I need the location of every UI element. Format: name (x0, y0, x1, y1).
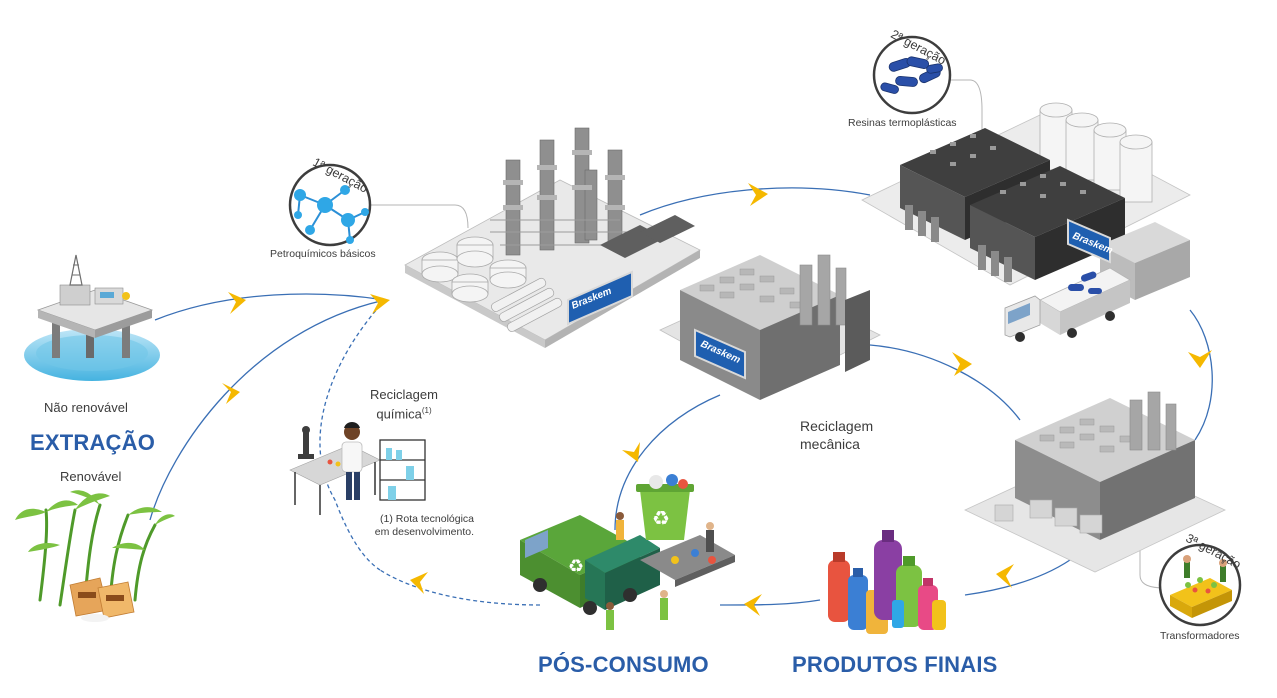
recycle-icon: ♻ (568, 556, 584, 577)
flow-lines (149, 79, 1213, 606)
arrow-head (228, 292, 246, 314)
flow-sugarcane-to-1st-gen (149, 299, 386, 521)
callout-2nd-gen (930, 79, 983, 130)
chemical-recycling-line1: Reciclagem (370, 387, 438, 402)
flow-postconsumer-to-nature (379, 569, 541, 606)
final-products-title: PRODUTOS FINAIS (792, 652, 998, 677)
chimneys (799, 254, 847, 326)
chemical-recycling-line2: química(1) (368, 403, 440, 422)
silos (1039, 102, 1153, 203)
first-gen-molecule-icon (288, 163, 372, 247)
footnote: (1) Rota tecnológica em desenvolvimento. (362, 513, 474, 539)
post-consumer-title: PÓS-CONSUMO (538, 652, 709, 677)
truck (1004, 267, 1131, 342)
thermoplastic-resins-label: Resinas termoplásticas (848, 117, 957, 129)
converters-label: Transformadores (1160, 630, 1240, 642)
petrochemical-plant-illustration: Braskem (404, 127, 701, 348)
sugar-bags (69, 577, 135, 622)
mechanical-recycling-label: Reciclagem mecânica (800, 417, 873, 453)
scientist (341, 422, 363, 500)
renewable-label: Renovável (60, 469, 122, 484)
footnote-line2: em desenvolvimento. (374, 526, 474, 538)
flow-arrows (222, 183, 1212, 616)
final-products-illustration (828, 530, 946, 634)
brand-sign-1: Braskem (567, 270, 633, 326)
mechanical-recycling-plant-illustration: Braskem (659, 254, 881, 400)
post-consumer-illustration: ♻ ♻ (520, 474, 735, 630)
footnote-marker: (1) (421, 406, 432, 415)
sugarcane-illustration (15, 490, 175, 622)
flow-products-to-postconsumer (719, 599, 821, 606)
pipes (491, 277, 563, 332)
basic-petrochemicals-label: Petroquímicos básicos (270, 248, 376, 260)
arrow-head (222, 383, 240, 404)
callout-1st-gen (370, 204, 469, 229)
arrow-head (996, 564, 1014, 588)
flow-postconsumer-to-mech (614, 394, 721, 531)
arrow-head (410, 572, 428, 594)
cooling-blocks (600, 215, 695, 258)
chemical-recycling-label: Reciclagem química(1) (368, 387, 440, 422)
second-gen-pellets-icon (872, 35, 952, 115)
flow-3rd-gen-to-products (964, 559, 1071, 596)
svg-text:♻: ♻ (652, 506, 670, 530)
storage-tanks (421, 236, 527, 303)
chemical-recycling-lab-illustration (289, 422, 426, 515)
footnote-line1: (1) Rota tecnológica (380, 513, 474, 525)
oil-platform-illustration (24, 254, 160, 381)
arrow-head (622, 442, 640, 462)
flow-1st-to-2nd-gen (639, 187, 871, 216)
flow-2nd-gen-to-3rd-gen (1189, 309, 1213, 441)
stacked-crates (994, 499, 1103, 534)
converter-factory-illustration (964, 391, 1226, 573)
flow-platform-to-1st-gen (154, 293, 386, 321)
mechanical-recycling-line1: Reciclagem (800, 418, 874, 434)
flow-mech-recycling-to-3rd-gen (869, 344, 1021, 421)
third-gen-converters-icon (1158, 543, 1242, 627)
mechanical-recycling-line2: mecânica (800, 436, 860, 452)
workers (606, 512, 714, 630)
arrow-head (1188, 350, 1212, 368)
arrow-head (744, 594, 762, 616)
microscope (298, 426, 314, 459)
non-renewable-label: Não renovável (44, 400, 128, 415)
brand-sign-3: Braskem (694, 328, 746, 380)
extraction-title: EXTRAÇÃO (30, 430, 156, 455)
arrow-head (952, 352, 972, 376)
resin-plant-illustration: Braskem (861, 102, 1191, 342)
chemical-recycling-word: química (376, 406, 422, 422)
arrow-head (370, 294, 390, 314)
arrow-head (748, 183, 768, 206)
recycling-bin-icon: ♻ (636, 474, 694, 540)
